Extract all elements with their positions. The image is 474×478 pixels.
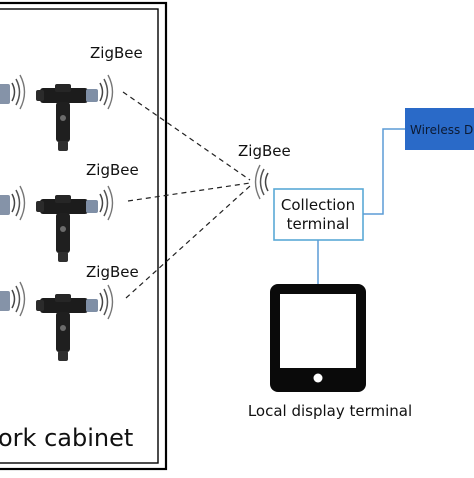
hub-zigbee-label: ZigBee <box>238 142 291 160</box>
collection-terminal-line2: terminal <box>287 215 350 233</box>
left-sensor-module <box>0 291 10 311</box>
wireless-label: Wireless D <box>410 123 473 137</box>
cabinet-inner-border <box>0 8 159 464</box>
cable-connector-icon <box>36 195 98 262</box>
signal-icon <box>99 284 114 320</box>
dashed-link-3 <box>125 185 251 299</box>
sensor-row-3: ZigBee <box>0 263 139 361</box>
sensor-row-2: ZigBee <box>0 161 139 262</box>
cabinet-label: ork cabinet <box>0 424 133 452</box>
tablet-icon <box>270 284 366 392</box>
left-sensor-module <box>0 84 10 104</box>
cable-connector-icon <box>36 294 98 361</box>
link-to-wireless <box>363 128 405 215</box>
zigbee-links <box>122 91 251 299</box>
dashed-link-1 <box>122 91 251 181</box>
wired-links <box>317 128 405 284</box>
signal-icon <box>11 185 26 221</box>
zigbee-label: ZigBee <box>90 44 143 62</box>
collection-terminal-line1: Collection <box>281 196 355 214</box>
cable-connector-icon <box>36 84 98 151</box>
wireless-module-box <box>405 108 474 150</box>
signal-icon <box>11 74 26 110</box>
hub-signal-icon <box>254 164 269 200</box>
display-terminal-label: Local display terminal <box>248 402 412 420</box>
dashed-link-2 <box>127 182 251 202</box>
cabinet-outer-border <box>0 1 168 471</box>
signal-icon <box>11 281 26 317</box>
sensor-row-1: ZigBee <box>0 44 143 151</box>
zigbee-label: ZigBee <box>86 263 139 281</box>
collection-terminal-box <box>273 188 364 241</box>
zigbee-label: ZigBee <box>86 161 139 179</box>
signal-icon <box>99 74 114 110</box>
left-sensor-module <box>0 195 10 215</box>
signal-icon <box>99 185 114 221</box>
